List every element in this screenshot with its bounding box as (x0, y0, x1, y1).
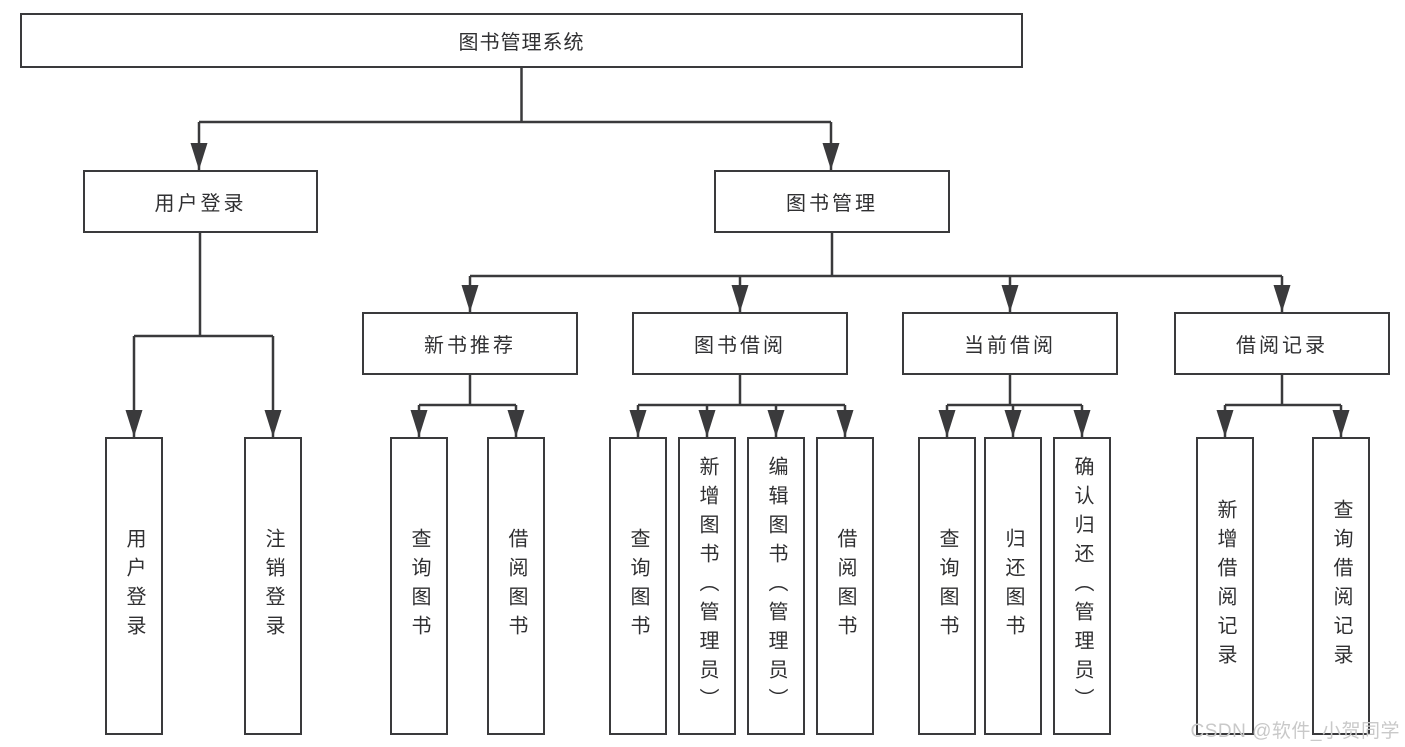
node-label: 图书管理 (786, 193, 878, 215)
node-label: 查询图书 (627, 528, 649, 644)
node-label: 查询图书 (936, 528, 958, 644)
node-book-management: 图书管理 (714, 170, 950, 233)
node-leaf-confirm-return-admin: 确认归还（管理员） (1053, 437, 1111, 735)
node-leaf-query-books-borrow: 查询图书 (609, 437, 667, 735)
node-current-borrow: 当前借阅 (902, 312, 1118, 375)
node-label: 查询借阅记录 (1330, 499, 1352, 673)
node-label: 借阅图书 (505, 528, 527, 644)
node-root-label: 图书管理系统 (458, 32, 585, 54)
node-leaf-borrow-books-recommend: 借阅图书 (487, 437, 545, 735)
node-label: 图书借阅 (694, 335, 786, 357)
node-leaf-user-login: 用户登录 (105, 437, 163, 735)
node-label: 查询图书 (408, 528, 430, 644)
node-leaf-query-books-recommend: 查询图书 (390, 437, 448, 735)
node-leaf-add-book-admin: 新增图书（管理员） (678, 437, 736, 735)
node-user-login: 用户登录 (83, 170, 318, 233)
node-leaf-borrow-books: 借阅图书 (816, 437, 874, 735)
node-root: 图书管理系统 (20, 13, 1023, 68)
node-label: 新增借阅记录 (1214, 499, 1236, 673)
csdn-watermark: CSDN @软件_小贺同学 (1190, 721, 1400, 742)
node-label: 用户登录 (123, 528, 145, 644)
node-label: 借阅记录 (1236, 335, 1328, 357)
node-label: 新增图书（管理员） (696, 455, 718, 717)
node-label: 注销登录 (262, 528, 284, 644)
connector-book-management-to-level3 (461, 233, 1291, 312)
node-leaf-query-borrow-record: 查询借阅记录 (1312, 437, 1370, 735)
node-label: 借阅图书 (834, 528, 856, 644)
node-leaf-query-books-current: 查询图书 (918, 437, 976, 735)
node-leaf-add-borrow-record: 新增借阅记录 (1196, 437, 1254, 735)
node-leaf-return-book: 归还图书 (984, 437, 1042, 735)
node-leaf-logout: 注销登录 (244, 437, 302, 735)
node-new-book-recommend: 新书推荐 (362, 312, 578, 375)
node-label: 编辑图书（管理员） (765, 455, 787, 717)
connector-root-to-level2 (190, 68, 840, 170)
connector-user-login-to-leaves (125, 233, 282, 437)
connector-current-borrow-to-leaves (938, 375, 1091, 437)
node-leaf-edit-book-admin: 编辑图书（管理员） (747, 437, 805, 735)
node-label: 用户登录 (154, 193, 247, 215)
node-label: 当前借阅 (964, 335, 1056, 357)
connector-book-borrow-to-leaves (629, 375, 854, 437)
node-label: 新书推荐 (424, 335, 516, 357)
node-borrow-records: 借阅记录 (1174, 312, 1390, 375)
node-label: 确认归还（管理员） (1071, 455, 1093, 717)
node-book-borrow: 图书借阅 (632, 312, 848, 375)
node-label: 归还图书 (1002, 528, 1024, 644)
connector-borrow-records-to-leaves (1216, 375, 1350, 437)
connector-new-book-recommend-to-leaves (410, 375, 525, 437)
